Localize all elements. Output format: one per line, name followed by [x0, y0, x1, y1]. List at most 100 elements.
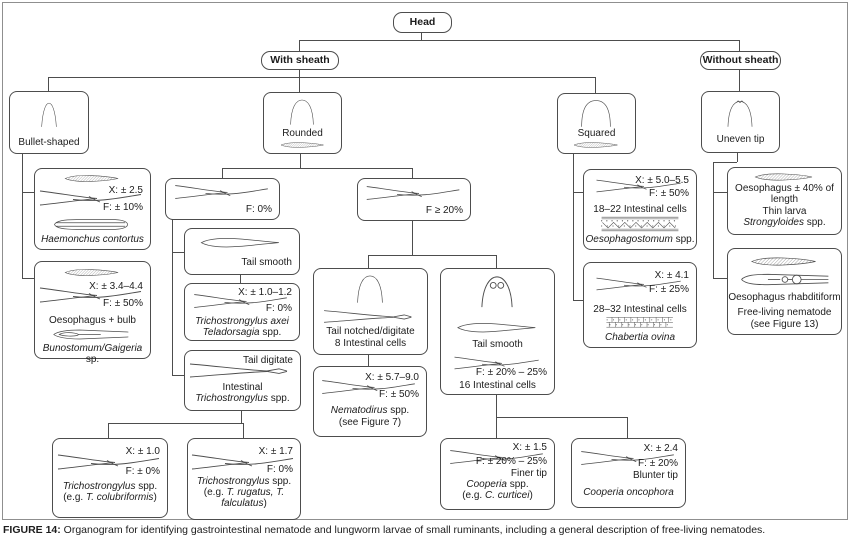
species-name: Trichostrongylus spp.	[195, 393, 290, 404]
node-t-colubriformis: X: ± 1.0 F: ± 0% Trichostrongylus spp. (…	[52, 438, 168, 518]
uneven-tip-label: Uneven tip	[716, 134, 765, 145]
thin-larva-icon	[754, 173, 813, 181]
connector-line	[172, 252, 184, 253]
sheathed-larva-icon	[573, 142, 618, 148]
species-name: Nematodirus spp.	[330, 405, 410, 416]
f-value: F: 0%	[265, 303, 292, 314]
species-example: (e.g. T. colubriformis)	[63, 492, 157, 503]
free-living-label: Free-living nematode	[737, 307, 832, 318]
figure-reference: (see Figure 7)	[338, 417, 402, 428]
connector-line	[713, 278, 727, 279]
connector-line	[573, 300, 583, 301]
oesophagus-note: Oesophagus rhabditiform	[728, 292, 841, 303]
f-value: F: ± 10%	[103, 202, 143, 213]
node-nematodirus: X: ± 5.7–9.0 F: ± 50% Nematodirus spp. (…	[313, 366, 427, 437]
cells-count: 28–32 Intestinal cells	[593, 304, 687, 315]
intestinal-cells-icon	[605, 316, 674, 328]
node-with-sheath: With sheath	[261, 51, 339, 70]
connector-line	[241, 409, 242, 423]
node-cooperia-spp: X: ± 1.5 F: ± 20% – 25% Finer tip Cooper…	[440, 438, 555, 510]
connector-line	[243, 423, 244, 438]
node-strongyloides: Oesophagus ± 40% of length Thin larva St…	[727, 167, 842, 235]
connector-line	[573, 192, 583, 193]
node-cooperia-oncophora: X: ± 2.4 F: ± 20% Blunter tip Cooperia o…	[571, 438, 686, 508]
connector-line	[108, 423, 109, 438]
arch-head-uneven-icon	[727, 100, 753, 128]
species-name: Bunostomum/Gaigeria sp.	[42, 343, 143, 365]
connector-line	[595, 77, 596, 93]
connector-line	[713, 162, 737, 163]
connector-line	[713, 192, 727, 193]
oesophagus-icon	[54, 219, 128, 230]
connector-line	[496, 393, 497, 438]
tip-note: Finer tip	[510, 468, 547, 479]
species-name: Oesophagostomum spp.	[585, 234, 695, 245]
node-t-rugatus: X: ± 1.7 F: 0% Trichostrongylus spp. (e.…	[187, 438, 301, 520]
node-f0: F: 0%	[165, 178, 280, 220]
node-haemonchus: X: ± 2.5 F: ± 10% Haemonchus contortus	[34, 168, 151, 250]
tail-digitate-label: Tail digitate	[242, 355, 293, 366]
x-value: X: ± 1.5	[512, 442, 547, 453]
node-without-sheath: Without sheath	[700, 51, 781, 70]
node-rounded: Rounded	[263, 92, 342, 154]
x-value: X: ± 1.0–1.2	[238, 287, 292, 298]
f0-label: F: 0%	[245, 204, 272, 215]
node-chabertia: X: ± 4.1 F: ± 25% 28–32 Intestinal cells…	[583, 262, 697, 348]
connector-line	[368, 353, 369, 366]
rounded-label: Rounded	[282, 128, 323, 139]
node-trichostrongylus-axei: X: ± 1.0–1.2 F: 0% Trichostrongylus axei…	[184, 283, 300, 341]
connector-line	[299, 68, 300, 92]
connector-line	[496, 255, 497, 268]
node-bullet-shaped: Bullet-shaped	[9, 91, 89, 154]
x-value: X: ± 1.7	[258, 446, 293, 457]
f-value: F: ± 50%	[649, 188, 689, 199]
node-squared: Squared	[557, 93, 636, 154]
connector-line	[412, 168, 413, 178]
x-value: X: ± 5.0–5.5	[635, 175, 689, 186]
head-label: Head	[409, 16, 436, 28]
arch-head-icon	[357, 275, 383, 304]
oesophagus-bulb-icon	[53, 329, 129, 340]
x-value: X: ± 1.0	[125, 446, 160, 457]
tail-notched-label: Tail notched/digitate	[326, 326, 415, 337]
species-name: Trichostrongylus axei	[195, 316, 289, 327]
connector-line	[108, 423, 243, 424]
connector-line	[48, 77, 49, 91]
species-name: Strongyloides spp.	[743, 217, 826, 228]
arch-head-double-cell-icon	[481, 276, 513, 308]
smooth-tail-icon	[200, 237, 280, 248]
tip-note: Blunter tip	[632, 470, 678, 481]
tail-smooth-label: Tail smooth	[241, 257, 292, 268]
species-name: Cooperia oncophora	[583, 487, 674, 498]
without-sheath-label: Without sheath	[702, 54, 779, 66]
cells-count: 18–22 Intestinal cells	[593, 204, 687, 215]
arch-head-icon	[41, 102, 57, 128]
species-name: Chabertia ovina	[604, 332, 676, 343]
figure-caption-label: FIGURE 14:	[3, 524, 61, 536]
figure-caption-text: Organogram for identifying gastrointesti…	[60, 524, 766, 536]
cells-count: 16 Intestinal cells	[459, 380, 536, 391]
connector-line	[368, 255, 496, 256]
node-tail-digitate: Tail digitate Intestinal Trichostrongylu…	[184, 350, 301, 411]
arch-head-icon	[581, 100, 611, 128]
f-value: F: ± 50%	[379, 389, 419, 400]
connector-line	[739, 68, 740, 91]
species-name: Cooperia spp.	[466, 479, 529, 490]
cells-count: 8 Intestinal cells	[334, 338, 407, 349]
connector-line	[299, 40, 739, 41]
node-tail-smooth: Tail smooth	[184, 228, 300, 275]
connector-line	[737, 150, 738, 162]
x-value: X: ± 2.5	[108, 185, 143, 196]
f20-label: F ≥ 20%	[425, 205, 463, 216]
connector-line	[240, 273, 241, 283]
bullet-shaped-label: Bullet-shaped	[18, 137, 80, 148]
figure-caption: FIGURE 14: Organogram for identifying ga…	[3, 524, 849, 536]
figure-reference: (see Figure 13)	[750, 319, 819, 330]
thin-larva-note: Thin larva	[762, 206, 807, 217]
connector-line	[299, 40, 300, 51]
sheathed-larva-icon	[280, 142, 324, 148]
connector-line	[222, 168, 412, 169]
x-value: X: ± 4.1	[654, 270, 689, 281]
connector-line	[627, 417, 628, 438]
connector-line	[172, 217, 173, 376]
